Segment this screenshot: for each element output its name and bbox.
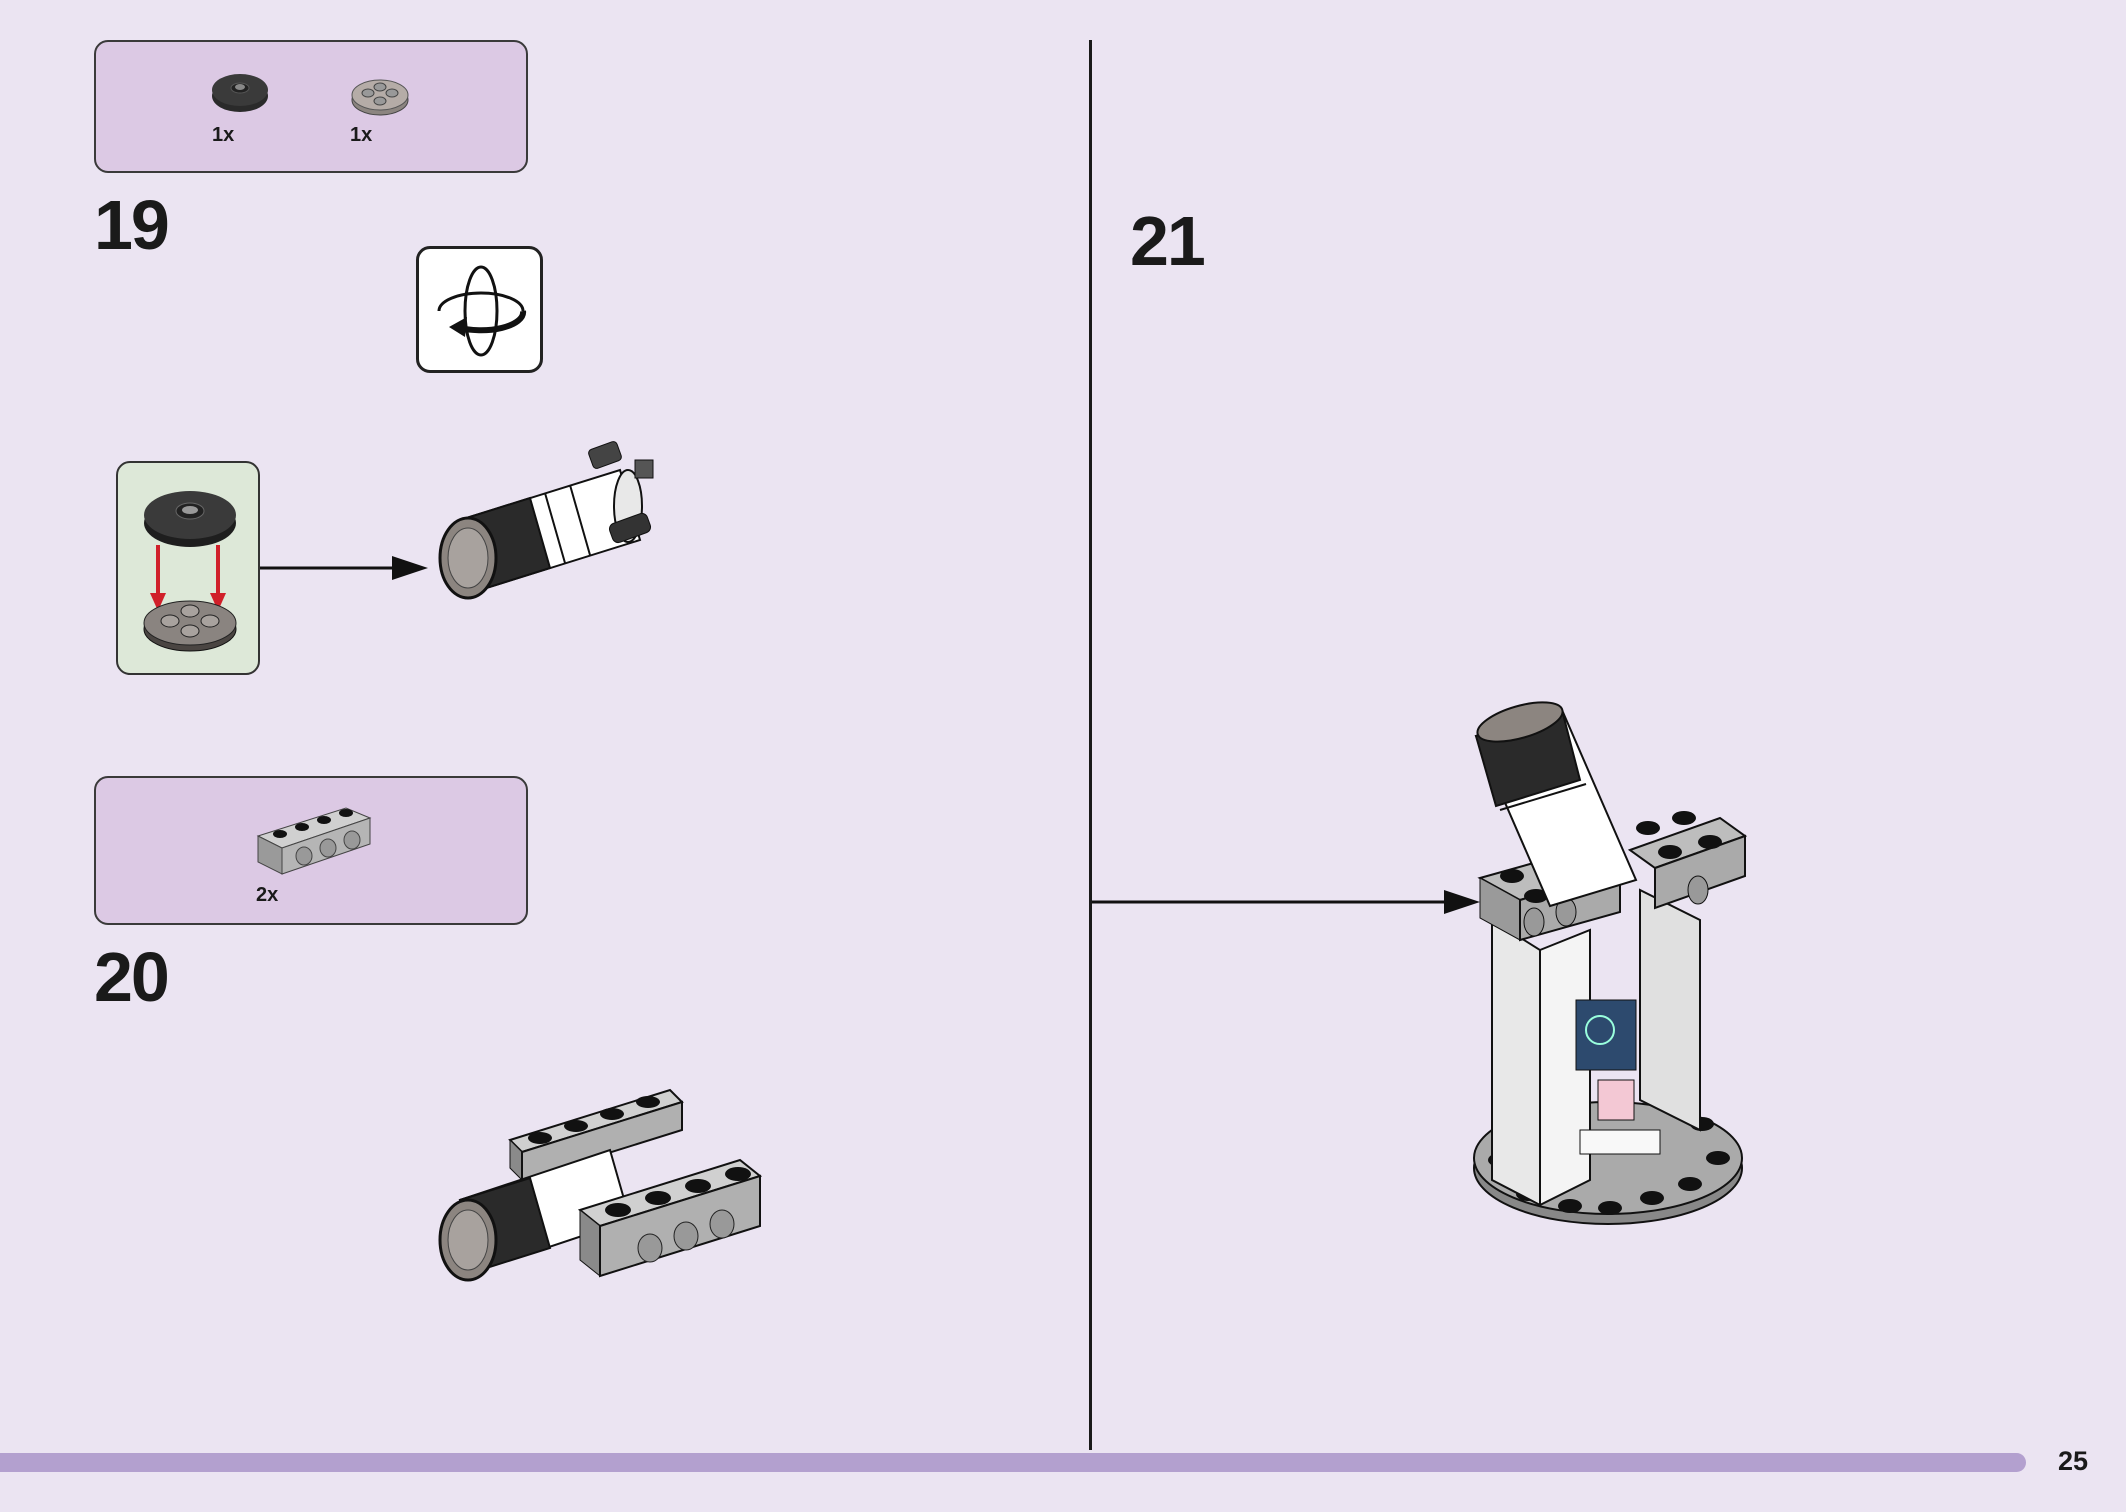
- page-number: 25: [2057, 1446, 2088, 1476]
- technic-brick-grey-icon: [256, 807, 372, 875]
- part-qty: 2x: [256, 884, 279, 906]
- footer-bar: [0, 1453, 2026, 1472]
- telescope-tube-model: [438, 441, 654, 600]
- page-divider: [1089, 40, 1092, 1450]
- rotate-icon: [437, 265, 527, 357]
- step20-parts-callout: 2x: [94, 776, 528, 925]
- step19-parts-callout: 1x 1x: [94, 40, 528, 173]
- rotate-model-callout: [416, 246, 543, 373]
- telescope-with-bricks-model: [438, 1088, 763, 1282]
- part-qty: 1x: [212, 124, 235, 146]
- telescope-on-stand-model: [1473, 701, 1748, 1225]
- placement-arrow-icon: [1092, 890, 1480, 914]
- step-number: 21: [1130, 202, 1206, 280]
- round-tile-black-icon: [212, 74, 268, 112]
- attach-arrow-icon: [260, 556, 428, 580]
- round-tile-black-icon: [144, 491, 236, 547]
- step-number: 19: [94, 186, 170, 264]
- down-arrows-icon: [150, 545, 226, 611]
- step-number: 20: [94, 938, 170, 1016]
- part-qty: 1x: [350, 124, 373, 146]
- round-plate-trans-icon: [351, 79, 409, 116]
- round-plate-trans-icon: [143, 600, 237, 652]
- subassembly-callout: [116, 461, 260, 675]
